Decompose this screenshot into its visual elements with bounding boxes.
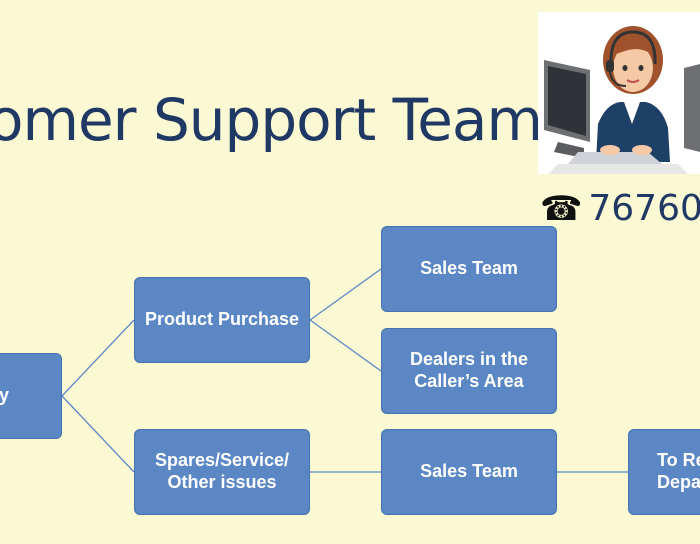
telephone-icon: ☎ bbox=[540, 189, 583, 229]
node-spares-service-label: Spares/Service/ Other issues bbox=[154, 450, 290, 492]
connector-root-product bbox=[61, 319, 135, 397]
node-sales-team-2-label: Sales Team bbox=[420, 461, 518, 482]
node-root: y bbox=[0, 353, 62, 439]
connector-product-sales bbox=[309, 268, 382, 321]
node-to-department: To Re Depa bbox=[628, 429, 700, 515]
node-dealers: Dealers in the Caller’s Area bbox=[381, 328, 557, 414]
phone-number: ☎76760- bbox=[540, 188, 700, 229]
support-agent-image bbox=[538, 12, 700, 174]
node-spares-service: Spares/Service/ Other issues bbox=[134, 429, 310, 515]
node-sales-team-1-label: Sales Team bbox=[420, 258, 518, 279]
connector-product-dealers bbox=[309, 319, 382, 372]
node-dealers-label: Dealers in the Caller’s Area bbox=[409, 349, 529, 391]
node-to-department-label: To Re Depa bbox=[657, 450, 700, 492]
phone-number-text: 76760- bbox=[588, 188, 700, 229]
node-product-purchase-label: Product Purchase bbox=[144, 309, 300, 330]
page-title: omer Support Team bbox=[0, 86, 543, 154]
connector-root-spares bbox=[61, 395, 135, 473]
node-sales-team-1: Sales Team bbox=[381, 226, 557, 312]
node-product-purchase: Product Purchase bbox=[134, 277, 310, 363]
node-root-label: y bbox=[0, 385, 9, 406]
node-sales-team-2: Sales Team bbox=[381, 429, 557, 515]
